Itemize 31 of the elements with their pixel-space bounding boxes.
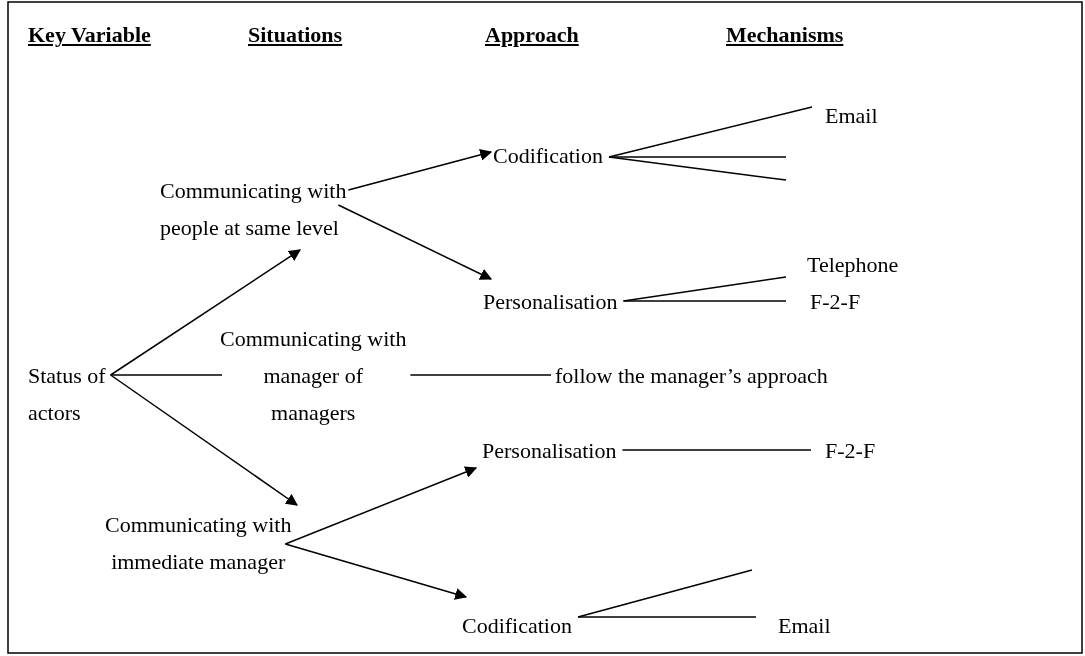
connector-line: [577, 616, 757, 618]
mechanism-text: Telephone: [807, 246, 899, 283]
connector-line: [409, 374, 552, 376]
key-variable-text: Status of actors: [28, 357, 106, 431]
arrow: [337, 204, 493, 280]
arrow: [347, 149, 493, 191]
column-header: Key Variable: [28, 21, 151, 49]
connector-line: [621, 449, 812, 451]
arrow: [109, 249, 301, 376]
approach-text: Codification: [493, 137, 603, 174]
connector-line: [608, 156, 787, 158]
connector-line: [622, 300, 787, 302]
approach-text: Personalisation: [483, 283, 618, 320]
column-header: Situations: [248, 21, 343, 49]
arrow: [284, 543, 468, 600]
situation-text: Communicating with manager of managers: [220, 320, 407, 431]
mechanism-text: Email: [825, 97, 878, 134]
mechanism-text: Email: [778, 607, 831, 644]
mechanism-text: F-2-F: [825, 432, 876, 469]
arrow: [284, 466, 478, 545]
approach-text: follow the manager’s approach: [555, 357, 828, 394]
column-header: Approach: [485, 21, 579, 49]
mechanism-text: F-2-F: [810, 283, 861, 320]
situation-text: Communicating with people at same level: [160, 172, 347, 246]
approach-text: Personalisation: [482, 432, 617, 469]
situation-text: Communicating with immediate manager: [105, 506, 292, 580]
column-header: Mechanisms: [726, 21, 844, 49]
arrow: [109, 374, 298, 506]
approach-text: Codification: [462, 607, 572, 644]
connector-line: [109, 374, 223, 376]
connector-line: [608, 156, 787, 181]
